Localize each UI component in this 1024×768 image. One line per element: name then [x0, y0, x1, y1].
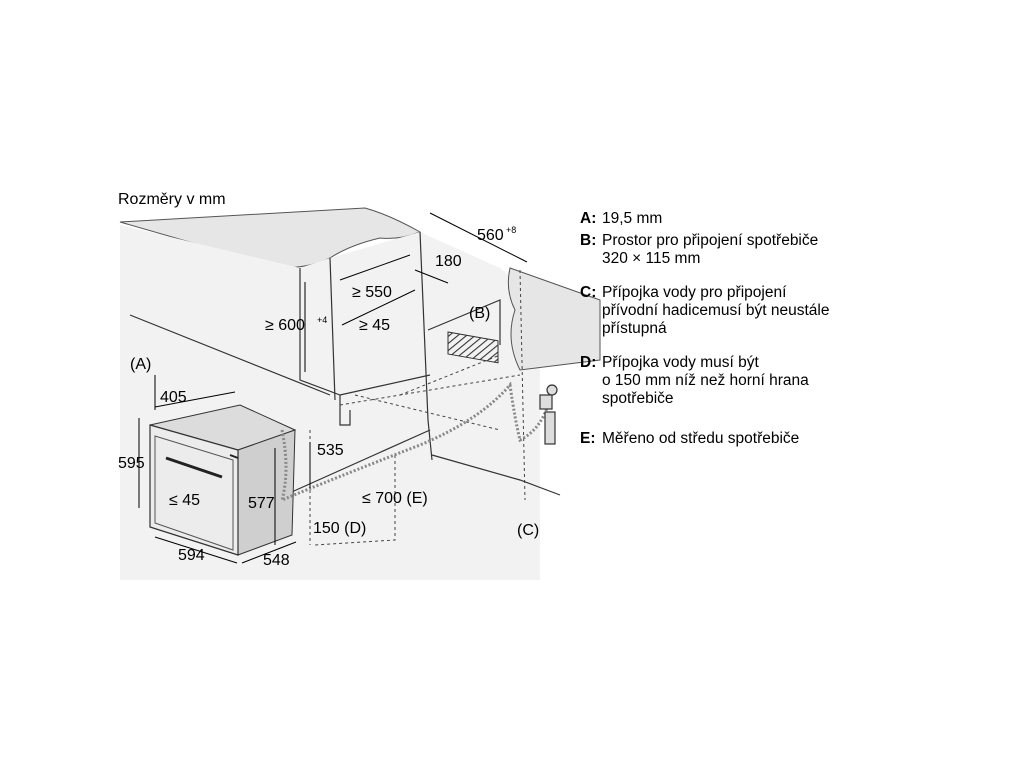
dim-535: 535: [317, 442, 344, 459]
dim-150: 150 (D): [313, 520, 366, 537]
dim-width-560: 560: [477, 227, 504, 244]
legend-text: 19,5 mm: [602, 210, 663, 227]
legend-item-d: D: Přípojka vody musí být o 150 mm níž n…: [580, 354, 880, 408]
right-counter: [507, 267, 601, 371]
dim-548: 548: [263, 552, 290, 569]
dim-width-560-tolerance: +8: [506, 225, 516, 235]
water-hose: [279, 381, 550, 503]
dimension-lines: [138, 212, 528, 564]
oven: [149, 404, 297, 556]
legend-item-b: B: Prostor pro připojení spotřebiče 320 …: [580, 232, 880, 268]
legend-key: B:: [580, 232, 597, 249]
legend-text: Přípojka vody musí být o 150 mm níž než …: [602, 354, 809, 407]
legend-text: Měřeno od středu spotřebiče: [602, 430, 800, 447]
label-c: (C): [517, 522, 539, 539]
label-b: (B): [469, 305, 490, 322]
dim-ge-600: ≥ 600: [265, 317, 305, 334]
connection-space-b: [447, 331, 499, 364]
niche-outline: [129, 231, 561, 496]
dim-180: 180: [435, 253, 462, 270]
legend-item-c: C: Přípojka vody pro připojení přívodní …: [580, 284, 880, 338]
legend-text: Prostor pro připojení spotřebiče 320 × 1…: [602, 232, 819, 267]
legend-key: E:: [580, 430, 596, 447]
legend-item-a: A: 19,5 mm: [580, 210, 880, 228]
dim-le-700: ≤ 700 (E): [362, 490, 428, 507]
dim-ge-550: ≥ 550: [352, 284, 392, 301]
dim-le-45: ≤ 45: [169, 492, 200, 509]
legend-key: C:: [580, 284, 597, 301]
dim-ge-45-top: ≥ 45: [359, 317, 390, 334]
dim-594: 594: [178, 547, 205, 564]
legend-text: Přípojka vody pro připojení přívodní had…: [602, 284, 830, 337]
dim-577: 577: [248, 495, 275, 512]
legend-key: A:: [580, 210, 597, 227]
legend: A: 19,5 mm B: Prostor pro připojení spot…: [580, 210, 880, 464]
label-a: (A): [130, 356, 151, 373]
dim-595: 595: [118, 455, 145, 472]
water-tap-c: [539, 384, 558, 445]
legend-key: D:: [580, 354, 597, 371]
diagram-title: Rozměry v mm: [118, 191, 226, 208]
dim-405: 405: [160, 389, 187, 406]
dim-ge-600-tolerance: +4: [317, 315, 327, 325]
legend-item-e: E: Měřeno od středu spotřebiče: [580, 430, 880, 448]
